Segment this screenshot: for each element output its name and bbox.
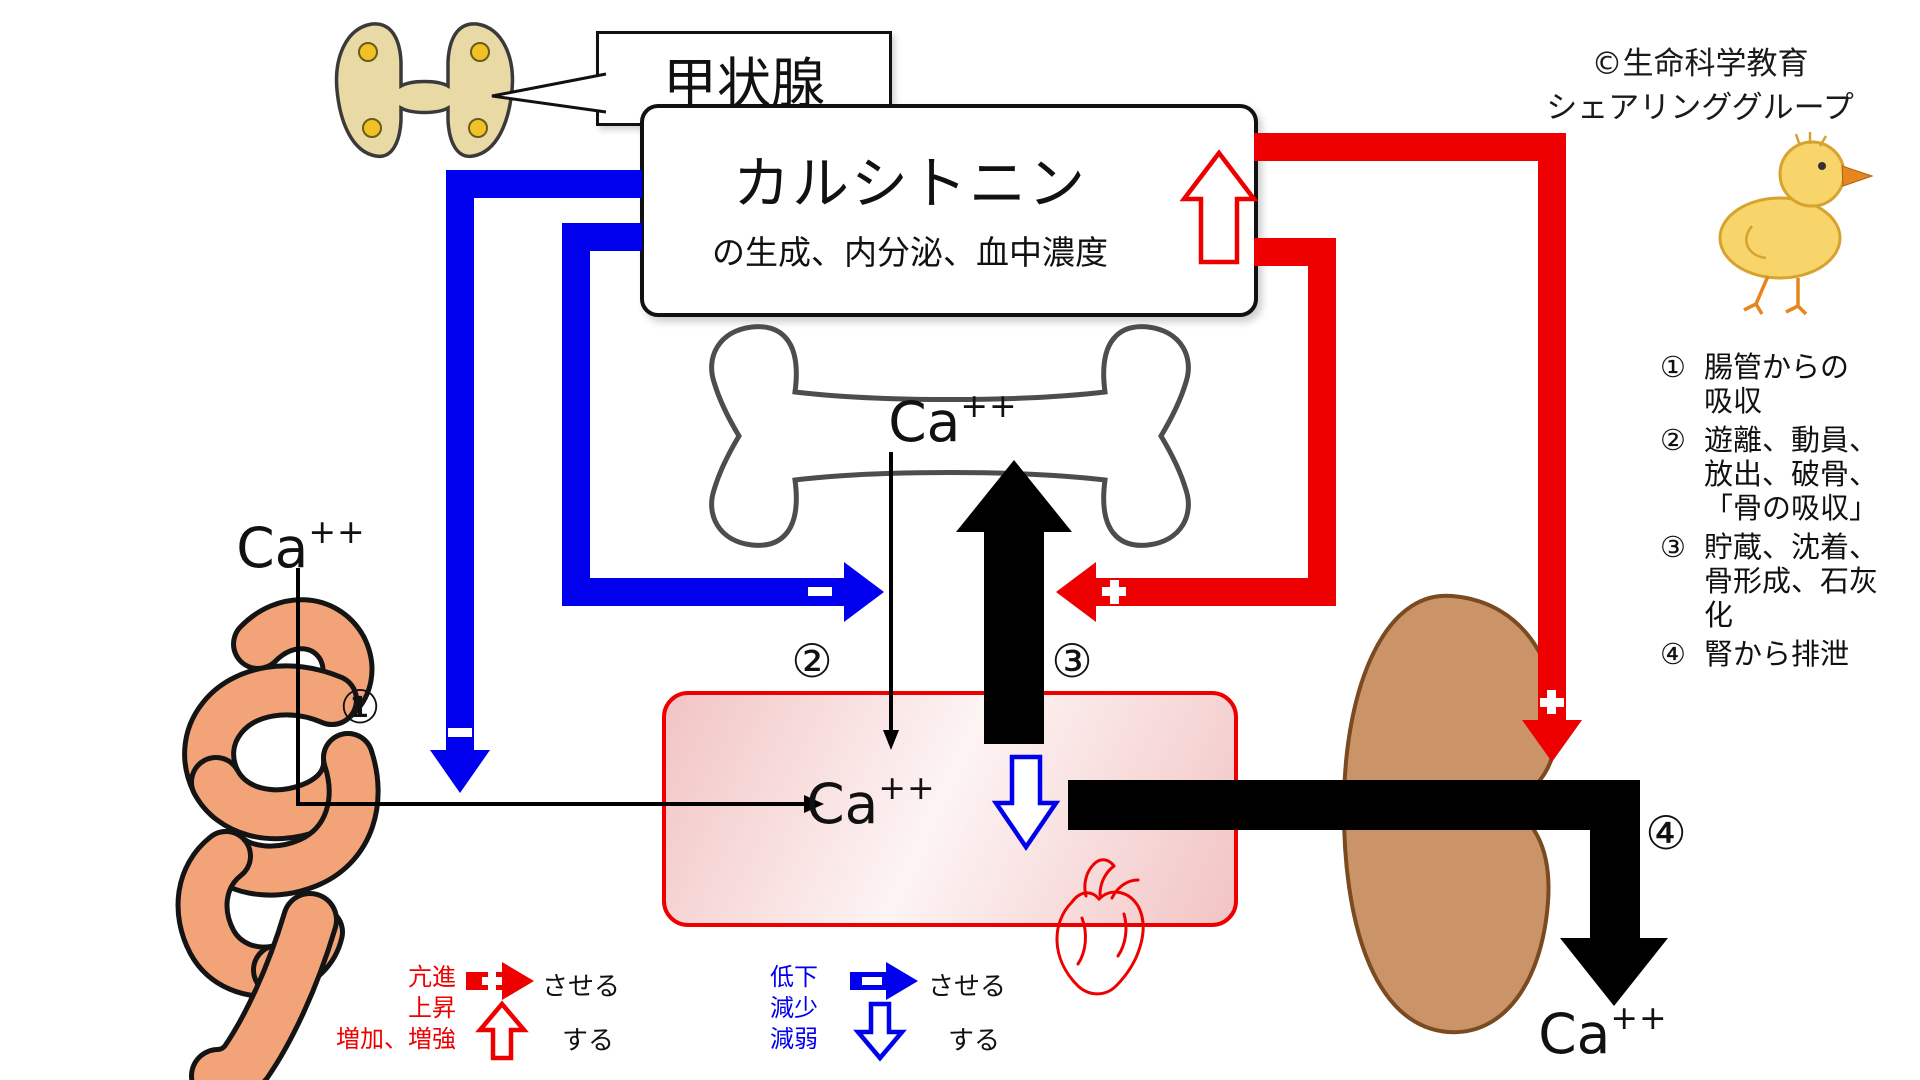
credit-line-1: ©生命科学教育 [1591,46,1809,82]
note-text: 腸管からの 吸収 [1704,350,1850,418]
blue-arrowhead-down [430,750,490,793]
calcitonin-title: カルシトニン [733,151,1087,217]
parathyroid-dot [468,118,488,138]
legend-increase-outline-arrow [475,1000,529,1061]
parathyroid-dot [362,118,382,138]
legend-increase-state: する [562,1026,615,1056]
heart-illustration [1055,858,1145,996]
legend-term: 低下 [770,963,818,991]
credit-text: ©生命科学教育 シェアリンググループ [1510,42,1890,130]
note-num: ① [1660,350,1686,384]
blue-inhibit-path-outer [430,170,642,793]
plus-mark [488,971,496,991]
note-text: 遊離、動員、 放出、破骨、 「骨の吸収」 [1704,423,1879,525]
bone-illustration [709,324,1191,548]
note-num: ④ [1660,637,1686,671]
step-marker-2: ② [791,634,833,688]
red-stimulate-path-outer [1254,133,1582,762]
minus-mark [862,977,882,985]
blue-arrowhead-right [844,562,884,622]
minus-mark [448,728,472,737]
renal-excretion-arrow-4 [1068,780,1668,1006]
legend-term: 上昇 [408,994,456,1022]
ca-base: Ca [888,390,961,454]
note-num: ③ [1660,530,1686,564]
absorption-arrow-1 [296,568,824,813]
legend-increase-cause: させる [542,972,621,1002]
blue-inhibit-path-inner [562,223,884,622]
intestine-illustration [175,597,381,1080]
note-item-4: ④ 腎から排泄 [1660,637,1916,671]
note-num: ② [1660,423,1686,457]
parathyroid-dot [358,42,378,62]
callout-pointer [491,72,607,114]
parathyroid-dot [470,42,490,62]
legend-increase-terms: 亢進 上昇 増加、増強 [316,962,456,1055]
intake-ca-label: Ca++ [196,512,406,580]
legend-term: 増加、増強 [336,1025,456,1053]
step-marker-4: ④ [1645,806,1687,860]
increase-outline-arrow-up [1179,149,1259,265]
ca-base: Ca [806,772,879,836]
legend-term: 減弱 [770,1025,818,1053]
note-item-1: ① 腸管からの 吸収 [1660,350,1916,418]
thyroid-gland-illustration [334,22,515,158]
black-arrowhead-down [883,730,899,750]
note-item-3: ③ 貯蔵、沈着、 骨形成、石灰 化 [1660,530,1916,632]
red-stimulate-path-inner [1056,238,1336,622]
decrease-outline-arrow-down [991,754,1061,851]
note-item-2: ② 遊離、動員、 放出、破骨、 「骨の吸収」 [1660,423,1916,525]
ca-sup: ++ [878,768,936,807]
legend-decrease-arrow [850,962,918,1000]
legend-decrease-outline-arrow [853,1001,907,1062]
calcitonin-subtitle: の生成、内分泌、血中濃度 [712,233,1108,272]
bone-ca-label: Ca++ [848,386,1058,454]
minus-mark [808,587,832,596]
legend-term: 減少 [770,994,818,1022]
step-marker-1: ① [339,680,381,734]
ca-base: Ca [1538,1002,1611,1066]
note-text: 貯蔵、沈着、 骨形成、石灰 化 [1704,530,1879,632]
black-arrowhead-right [804,795,824,813]
ca-sup: ++ [308,512,366,551]
legend-decrease-state: する [948,1026,1001,1056]
red-arrowhead-left [1056,562,1096,622]
note-text: 腎から排泄 [1704,637,1850,671]
step-notes-list: ① 腸管からの 吸収 ② 遊離、動員、 放出、破骨、 「骨の吸収」 ③ 貯蔵、沈… [1660,350,1916,671]
calcitonin-box [640,104,1258,317]
plus-mark [1110,580,1119,604]
legend-decrease-cause: させる [928,972,1007,1002]
legend-increase-arrow [466,962,534,1000]
legend-term: 亢進 [408,963,456,991]
bone-deposition-arrow-3 [956,460,1072,744]
chick-illustration [1718,132,1874,316]
legend-decrease-terms: 低下 減少 減弱 [770,962,890,1055]
ca-sup: ++ [960,386,1018,425]
red-arrowhead-down [1522,720,1582,762]
chick-beak [1841,165,1874,187]
ca-sup: ++ [1610,998,1668,1037]
step-marker-3: ③ [1051,634,1093,688]
ca-base: Ca [236,516,309,580]
credit-line-2: シェアリンググループ [1546,90,1854,126]
urine-ca-label: Ca++ [1498,998,1708,1066]
bone-release-arrow-2 [883,452,899,750]
plus-mark [1547,690,1556,714]
blood-ca-label: Ca++ [766,768,976,836]
